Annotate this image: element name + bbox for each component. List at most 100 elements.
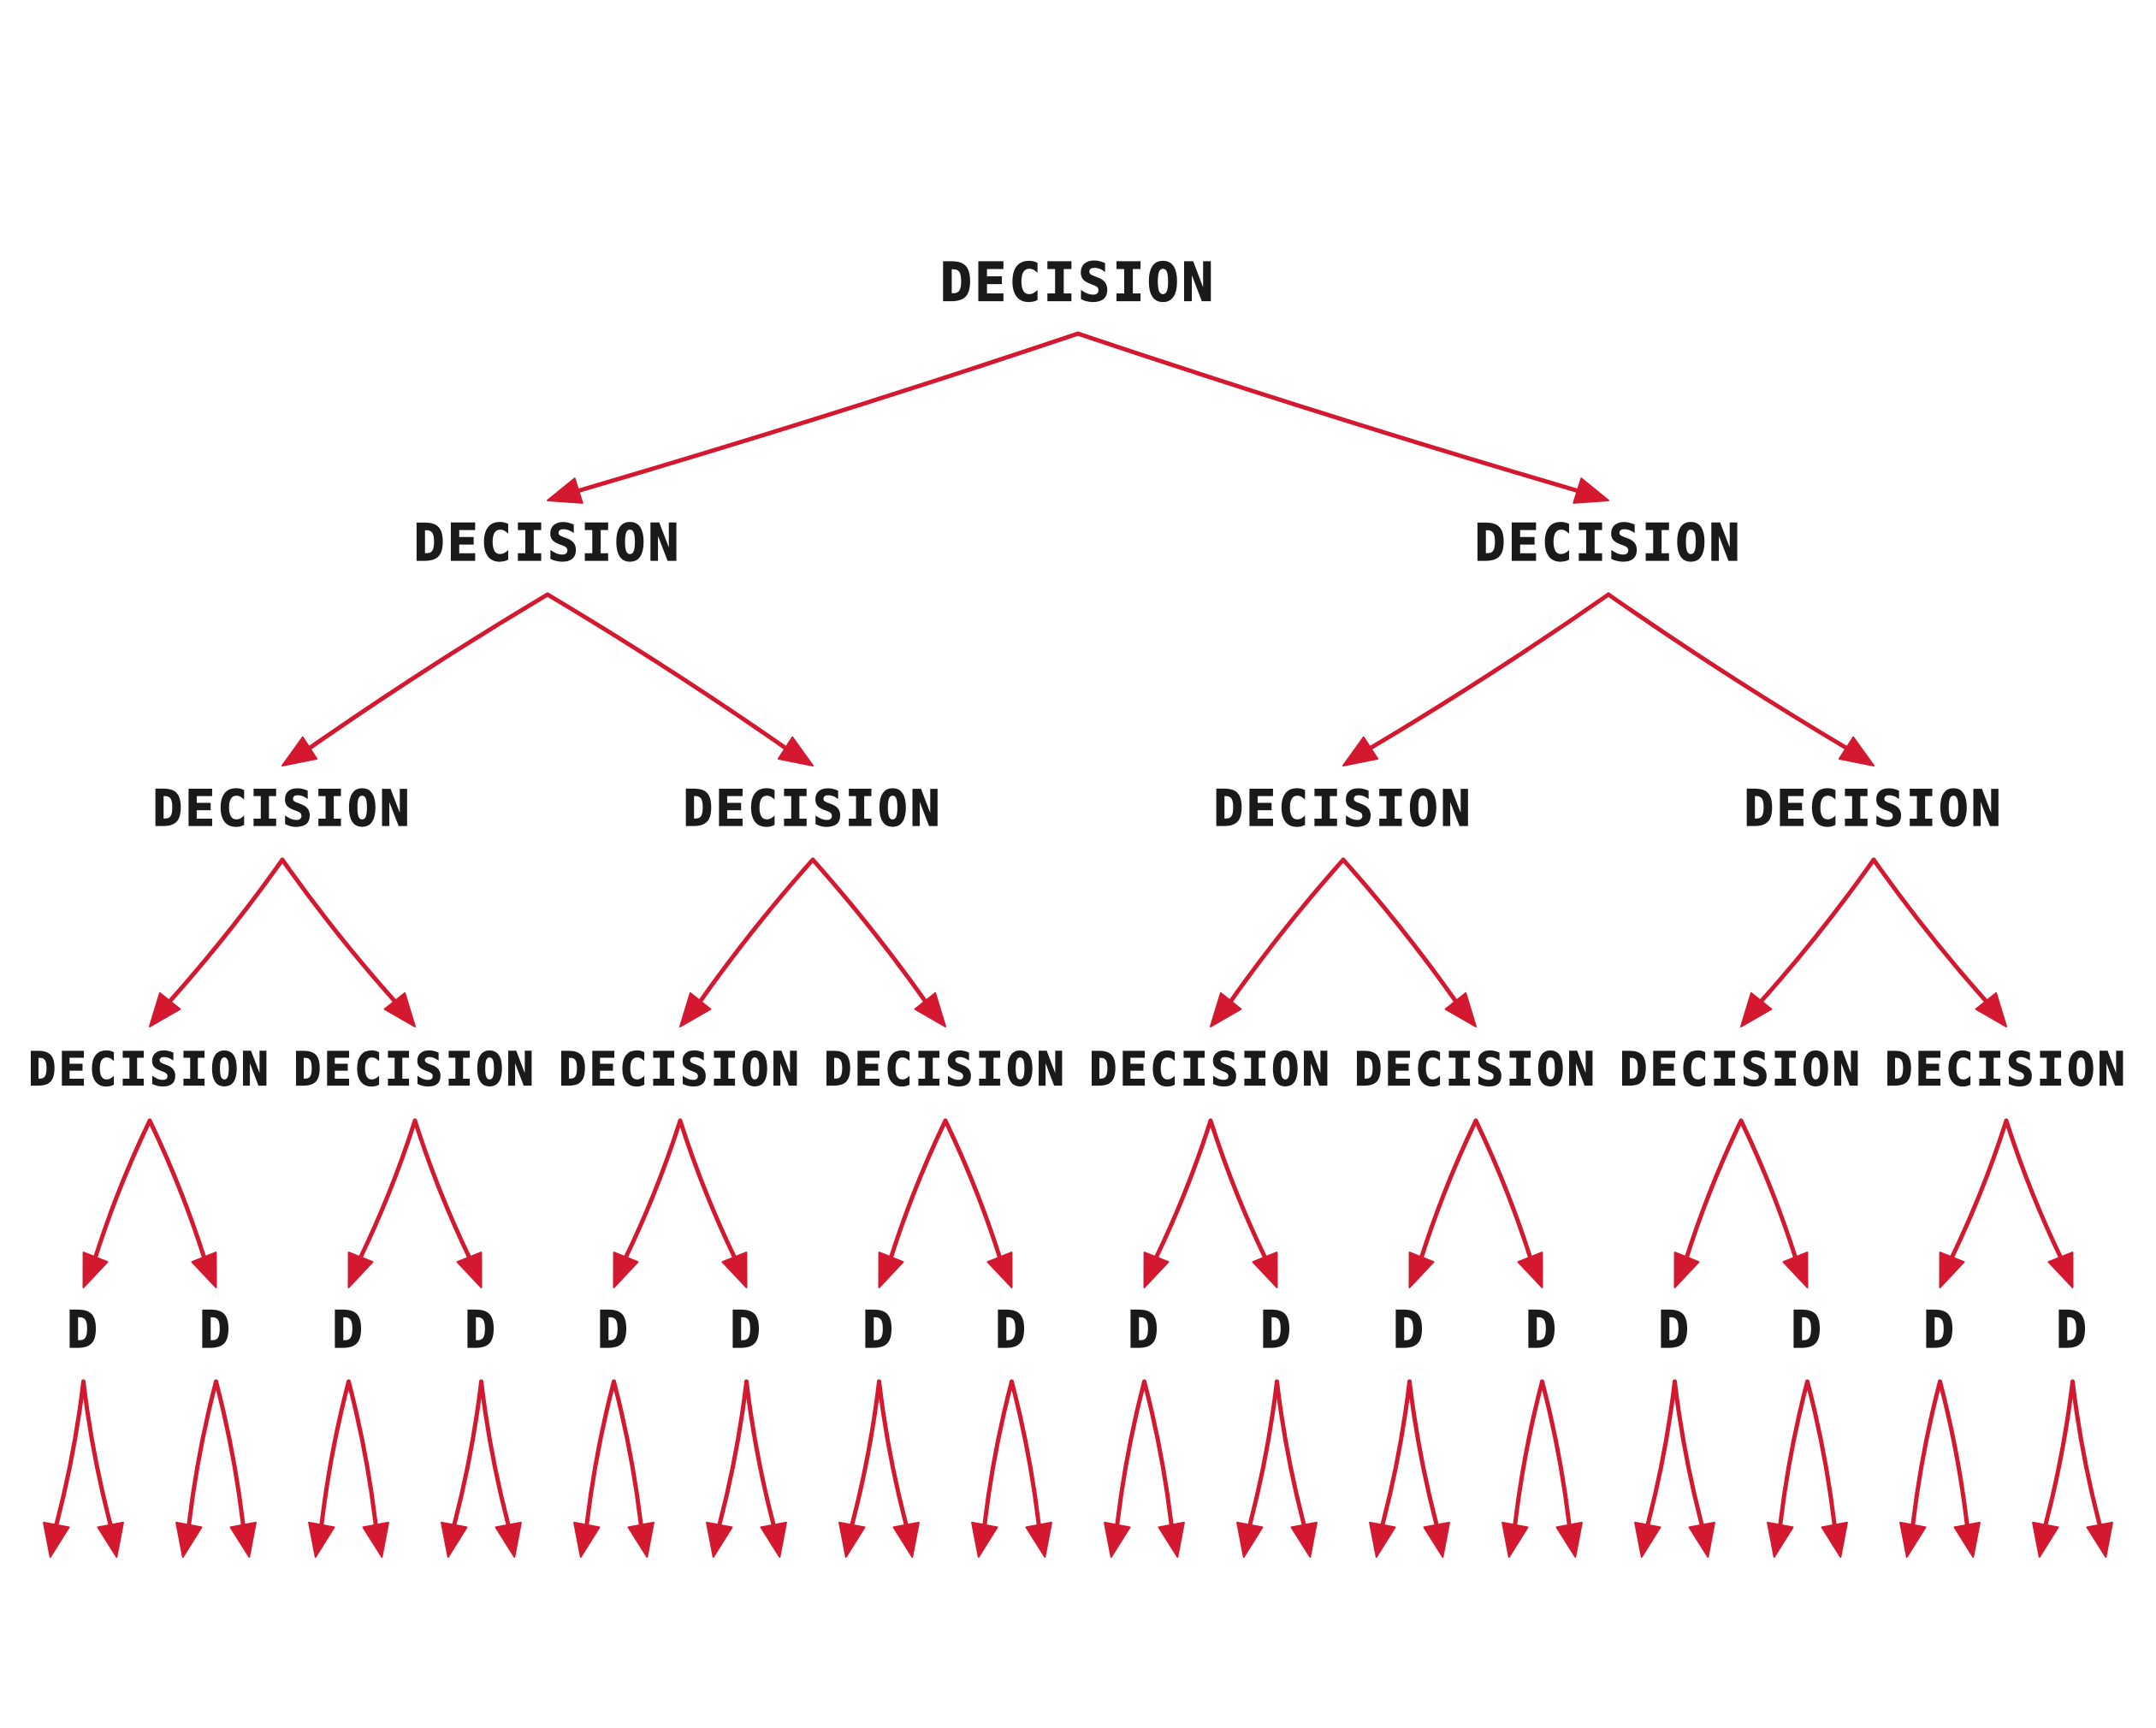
arrow-shaft [1673, 1379, 1704, 1528]
arrow-head [1342, 736, 1379, 766]
tree-edge-arrow [280, 857, 416, 1027]
arrow-head [1104, 1521, 1131, 1558]
arrow-head [1838, 736, 1875, 766]
arrow-shaft [1513, 1379, 1544, 1528]
decision-node-label: D [597, 1300, 631, 1360]
tree-edge-arrow [1275, 1379, 1318, 1558]
arrow-head [1573, 477, 1609, 504]
arrow-shaft [1759, 857, 1876, 1003]
arrow-shaft [1368, 592, 1611, 750]
arrow-head [97, 1521, 124, 1558]
arrow-head [2047, 1252, 2074, 1288]
arrow-head [191, 1252, 217, 1288]
arrow-head [971, 1521, 998, 1558]
arrow-head [760, 1521, 787, 1558]
decision-node-label: DECISION [824, 1043, 1067, 1097]
decision-node-label: DECISION [1885, 1043, 2128, 1097]
arrow-shaft [1938, 1379, 1969, 1528]
arrow-head [1143, 1252, 1170, 1288]
arrow-head [1290, 1521, 1318, 1558]
arrow-shaft [1407, 1379, 1439, 1528]
decision-node-label: D [1525, 1300, 1559, 1360]
arrow-head [362, 1521, 389, 1558]
tree-edge-arrow [1805, 1379, 1848, 1558]
decision-node-label: DECISION [293, 1043, 536, 1097]
arrow-shaft [810, 857, 927, 1003]
tree-edge-arrow [547, 331, 1081, 504]
tree-edge-arrow [81, 1379, 124, 1558]
arrow-head [914, 991, 946, 1027]
tree-edge-arrow [678, 1118, 748, 1288]
tree-edge-arrow [877, 1379, 920, 1558]
arrow-head [175, 1521, 203, 1558]
arrow-head [1158, 1521, 1185, 1558]
arrow-shaft [1950, 1118, 2009, 1260]
tree-edge-arrow [1740, 857, 1876, 1027]
arrow-shaft [1075, 331, 1580, 494]
tree-edge-arrow [1208, 1118, 1278, 1288]
arrow-head [1953, 1521, 1981, 1558]
arrow-shaft [1247, 1379, 1279, 1528]
arrow-shaft [280, 857, 397, 1003]
decision-node-label: DECISION [1620, 1043, 1863, 1097]
arrow-shaft [1115, 1379, 1146, 1528]
arrow-head [777, 736, 814, 766]
tree-edge-arrow [479, 1379, 522, 1558]
decision-node-label: D [67, 1300, 100, 1360]
tree-edge-arrow [1369, 1379, 1412, 1558]
arrow-head [878, 1252, 904, 1288]
tree-edge-arrow [82, 1118, 152, 1288]
arrow-shaft [479, 1379, 511, 1528]
arrow-shaft [1540, 1379, 1572, 1528]
arrow-shaft [624, 1118, 683, 1260]
tree-edge-arrow [412, 1118, 483, 1288]
decision-node-label: D [2056, 1300, 2089, 1360]
arrow-shaft [1275, 1379, 1306, 1528]
arrow-head [1555, 1521, 1583, 1558]
arrow-head [1408, 1252, 1435, 1288]
tree-edge-arrow [308, 1379, 351, 1558]
arrow-head [573, 1521, 601, 1558]
tree-edge-arrow [1142, 1379, 1185, 1558]
tree-edge-arrow [1606, 592, 1875, 766]
arrow-head [986, 1252, 1013, 1288]
arrow-shaft [412, 1118, 471, 1260]
tree-edge-arrow [1899, 1379, 1942, 1558]
decision-node-label: D [862, 1300, 896, 1360]
tree-edge-arrow [1010, 1379, 1052, 1558]
arrow-shaft [889, 1118, 948, 1260]
arrow-shaft [1606, 592, 1849, 750]
tree-edge-arrow [1342, 592, 1611, 766]
tree-edge-arrow [1673, 1118, 1744, 1288]
tree-edge-arrow [1540, 1379, 1583, 1558]
arrow-head [1502, 1521, 1529, 1558]
arrow-shaft [452, 1379, 483, 1528]
tree-edge-arrow [1939, 1118, 2009, 1288]
arrow-head [149, 991, 181, 1027]
arrow-head [1821, 1521, 1848, 1558]
tree-edge-arrow [613, 1118, 683, 1288]
arrow-shaft [54, 1379, 86, 1528]
arrow-head [1369, 1521, 1396, 1558]
arrow-head [441, 1521, 468, 1558]
tree-edge-arrow [810, 857, 946, 1027]
decision-node-label: DECISION [1475, 513, 1743, 573]
arrow-shaft [2004, 1118, 2063, 1260]
tree-edge-arrow [1408, 1118, 1478, 1288]
decision-node-label: D [199, 1300, 233, 1360]
decision-node-label: D [1128, 1300, 1161, 1360]
tree-edge-arrow [706, 1379, 749, 1558]
arrow-shaft [1778, 1379, 1810, 1528]
tree-edge-arrow [214, 1379, 257, 1558]
tree-edge-arrow [43, 1379, 86, 1558]
arrow-shaft [1010, 1379, 1041, 1528]
arrow-head [1210, 991, 1242, 1027]
arrow-head [281, 736, 318, 766]
decision-node-label: D [995, 1300, 1028, 1360]
tree-edge-arrow [347, 1118, 418, 1288]
tree-edge-arrow [2032, 1379, 2075, 1558]
arrow-head [1423, 1521, 1450, 1558]
arrow-shaft [943, 1118, 1002, 1260]
arrow-head [82, 1252, 109, 1288]
